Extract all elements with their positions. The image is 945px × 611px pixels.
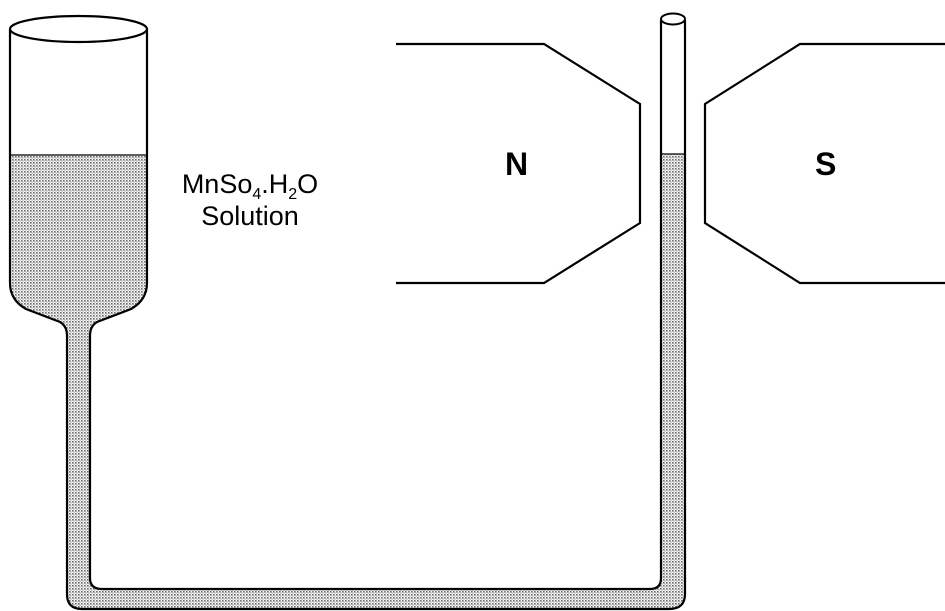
reservoir-rim (8, 14, 149, 44)
south-pole (703, 42, 945, 285)
reservoir (8, 14, 687, 611)
solution-caption: Solution (201, 201, 299, 231)
north-pole (396, 42, 642, 285)
solution-label: MnSo4.H2O Solution (160, 168, 340, 232)
solution-formula: MnSo4.H2O (181, 169, 319, 203)
north-pole-label: N (505, 146, 529, 182)
right-tube-top (660, 12, 686, 26)
solution-fill (10, 154, 685, 609)
south-pole-label: S (815, 146, 837, 182)
